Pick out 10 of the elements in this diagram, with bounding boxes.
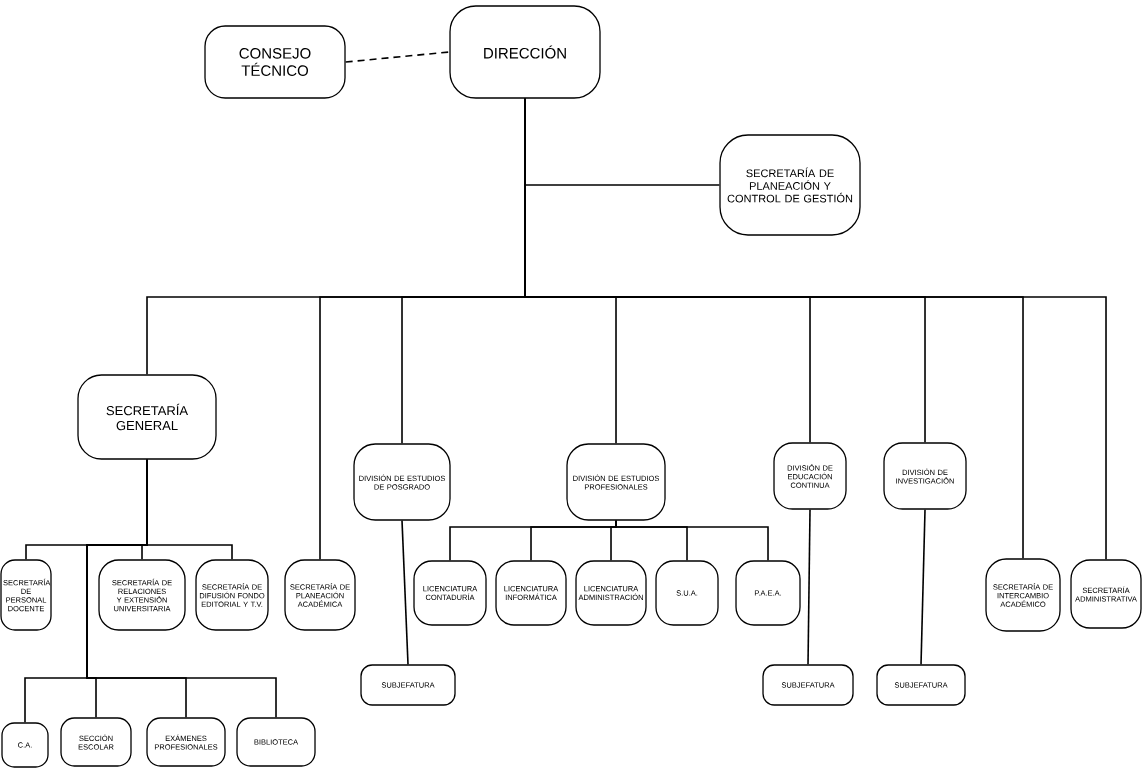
connector-line: [401, 519, 409, 666]
unit-box: SECRETARÍA GENERAL: [77, 374, 217, 460]
unit-box: CONSEJO TÉCNICO: [204, 25, 346, 99]
connector-line: [344, 51, 451, 63]
connector-line: [615, 519, 769, 562]
connector-line: [807, 508, 811, 666]
unit-box: DIRECCIÓN: [449, 5, 601, 99]
unit-box: SECRETARÍA DE PLANEACIÓN Y CONTROL DE GESTIÓN: [719, 134, 861, 236]
connector-line: [920, 508, 926, 666]
connector-line: [86, 458, 277, 719]
